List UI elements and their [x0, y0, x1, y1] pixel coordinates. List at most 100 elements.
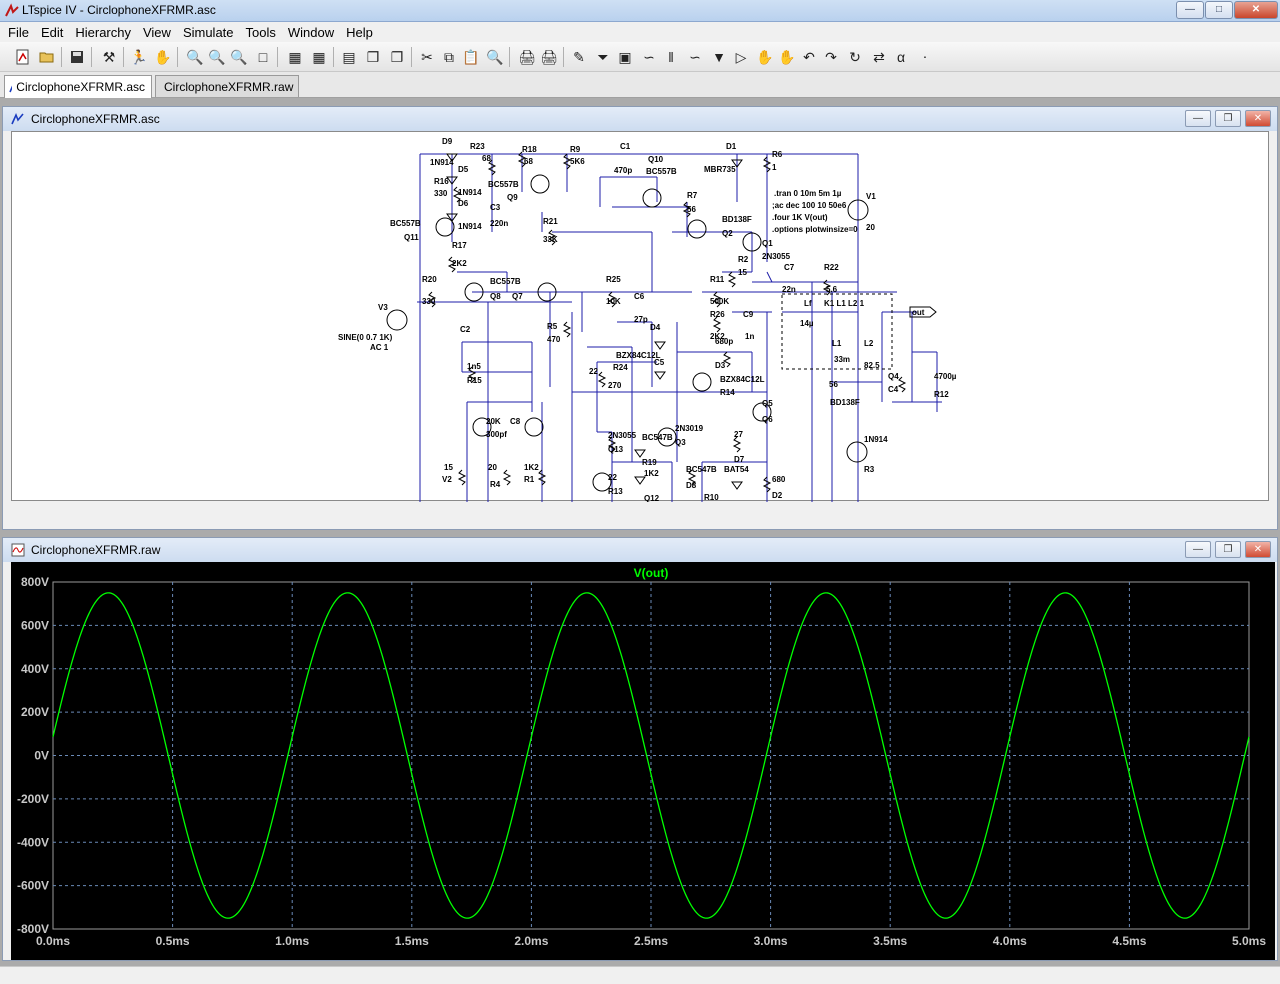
move-icon[interactable]: ✋: [756, 48, 774, 65]
inductor-icon[interactable]: ∽: [689, 48, 701, 65]
save-icon[interactable]: [66, 46, 88, 68]
control-panel-icon[interactable]: ⚒: [102, 48, 116, 65]
autorange-icon[interactable]: ▦: [288, 48, 302, 65]
schematic-drawing[interactable]: D91N914R2368D51N914D61N914R16330BC557BQ1…: [12, 125, 1270, 523]
x-tick-label: 2.5ms: [634, 934, 668, 948]
schematic-label: Q1: [762, 239, 773, 248]
cascade-icon[interactable]: ❐: [366, 48, 380, 65]
x-tick-label: 0.5ms: [156, 934, 190, 948]
print-setup-icon[interactable]: 🖨: [518, 48, 536, 65]
cut-icon[interactable]: ✂: [421, 48, 433, 65]
open-folder-icon[interactable]: [36, 46, 58, 68]
copy-icon[interactable]: ⧉: [444, 48, 454, 65]
menu-file[interactable]: File: [8, 24, 29, 40]
tab-waveform[interactable]: CirclophoneXFRMR.raw: [155, 75, 299, 97]
ground-icon[interactable]: ⏷: [597, 48, 609, 65]
component-icon[interactable]: ▷: [735, 48, 747, 65]
x-tick-label: 3.0ms: [754, 934, 788, 948]
y-tick-label: -600V: [17, 879, 49, 893]
maximize-button[interactable]: □: [1205, 1, 1233, 19]
close-button[interactable]: ✕: [1234, 1, 1278, 19]
schematic-label: 10K: [606, 297, 621, 306]
schematic-label: 22: [608, 473, 617, 482]
y-tick-label: 0V: [34, 749, 49, 763]
schematic-label: 0.47: [12, 132, 28, 134]
menu-edit[interactable]: Edit: [40, 24, 64, 40]
schematic-label: .four 1K V(out): [772, 213, 828, 222]
spice-directive-icon[interactable]: ⋅: [922, 48, 928, 65]
minimize-button[interactable]: —: [1176, 1, 1204, 19]
voltage-source-symbol: [846, 441, 868, 463]
tab-schematic[interactable]: CirclophoneXFRMR.asc: [4, 75, 152, 98]
trace-label-vout[interactable]: V(out): [634, 566, 669, 580]
tile-horizontal-icon[interactable]: ▤: [342, 48, 356, 65]
resistor-symbol: [562, 321, 572, 338]
run-icon[interactable]: 🏃: [130, 48, 148, 65]
undo-icon[interactable]: ↶: [803, 48, 815, 65]
find-icon[interactable]: 🔍: [486, 48, 504, 65]
waveform-close-button[interactable]: ✕: [1245, 541, 1271, 558]
menu-window[interactable]: Window: [287, 24, 335, 40]
zoom-in-icon[interactable]: 🔍: [186, 48, 204, 65]
schematic-label: R7: [687, 191, 698, 200]
schematic-label: D3: [715, 361, 726, 370]
resistor-symbol: [597, 371, 607, 388]
label-net-icon[interactable]: ▣: [618, 48, 632, 65]
waveform-minimize-button[interactable]: —: [1185, 541, 1211, 558]
x-tick-label: 3.5ms: [873, 934, 907, 948]
schematic-label: R9: [570, 145, 581, 154]
waveform-restore-button[interactable]: ❐: [1215, 541, 1241, 558]
draw-wire-icon[interactable]: ✎: [573, 48, 585, 65]
trace-vout[interactable]: [52, 592, 1250, 919]
schematic-label: 33m: [834, 355, 850, 364]
schematic-label: BC547B: [686, 465, 717, 474]
menu-simulate[interactable]: Simulate: [182, 24, 234, 40]
schematic-label: 1N914: [864, 435, 888, 444]
resistor-symbol: [762, 476, 772, 493]
schematic-label: C5: [654, 358, 665, 367]
diode-icon[interactable]: ▼: [712, 49, 726, 65]
zoom-out-icon[interactable]: 🔍: [230, 48, 248, 65]
y-tick-label: 200V: [21, 705, 49, 719]
schematic-label: BD138F: [722, 215, 752, 224]
schematic-label: V2: [442, 475, 452, 484]
schematic-label: R20: [422, 275, 437, 284]
capacitor-icon[interactable]: ‖: [668, 49, 674, 65]
schematic-label: BZX84C12L: [720, 375, 765, 384]
x-tick-label: 0.0ms: [36, 934, 70, 948]
halt-icon[interactable]: ✋: [154, 48, 172, 65]
delete-trace-icon[interactable]: ▦: [312, 48, 326, 65]
schematic-label: R6: [772, 150, 783, 159]
zoom-fit-icon[interactable]: □: [258, 49, 268, 65]
mirror-icon[interactable]: ⇄: [873, 48, 885, 65]
zoom-pan-icon[interactable]: 🔍: [208, 48, 226, 65]
text-icon[interactable]: α: [896, 49, 906, 65]
schematic-label: 680p: [715, 337, 733, 346]
diode-symbol: [731, 481, 743, 490]
paste-icon[interactable]: 📋: [462, 48, 480, 65]
rotate-icon[interactable]: ↻: [849, 48, 861, 65]
drag-icon[interactable]: ✋: [778, 48, 796, 65]
waveform-icon: [11, 543, 25, 557]
schematic-restore-button[interactable]: ❐: [1215, 110, 1241, 127]
schematic-close-button[interactable]: ✕: [1245, 110, 1271, 127]
schematic-label: L2: [864, 339, 874, 348]
schematic-label: R22: [824, 263, 839, 272]
schematic-minimize-button[interactable]: —: [1185, 110, 1211, 127]
resistor-icon[interactable]: ∽: [643, 48, 655, 65]
menu-hierarchy[interactable]: Hierarchy: [75, 24, 131, 40]
schematic-label: BC547B: [642, 433, 673, 442]
redo-icon[interactable]: ↷: [825, 48, 837, 65]
menu-tools[interactable]: Tools: [245, 24, 276, 40]
new-schematic-icon[interactable]: [12, 46, 34, 68]
tile-vertical-icon[interactable]: ❐: [390, 48, 404, 65]
menu-help[interactable]: Help: [346, 24, 373, 40]
menu-view[interactable]: View: [142, 24, 171, 40]
x-tick-label: 1.5ms: [395, 934, 429, 948]
resistor-symbol: [822, 279, 832, 296]
print-icon[interactable]: 🖨: [540, 48, 558, 65]
